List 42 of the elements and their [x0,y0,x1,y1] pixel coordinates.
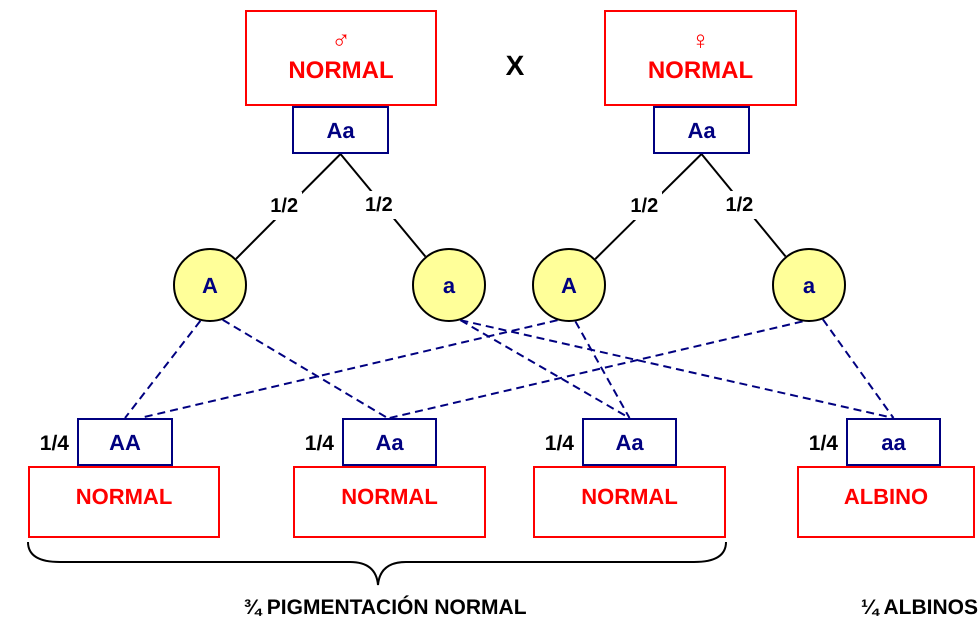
allele-text: A [202,272,218,300]
allele-text: a [802,272,816,300]
genotype-box [77,418,173,466]
phenotype-box [28,466,220,538]
sex-symbol: ♀ [690,27,710,53]
parent-box [245,10,437,106]
phenotype-box [797,466,975,538]
offspring-summary: ¾ PIGMENTACIÓN NORMAL [242,594,528,621]
phenotype-text: NORMAL [288,56,394,86]
genotype-text: Aa [615,428,644,456]
dashed-line [574,320,630,418]
parent-box [604,10,797,106]
allele-text: a [442,272,456,300]
phenotype-box [533,466,726,538]
probability-label: 1/4 [808,431,838,457]
cross-sign: X [504,49,526,83]
genotype-text: AA [109,428,141,456]
genotype-box [292,106,389,154]
genotype-box [653,106,750,154]
probability-label: 1/4 [38,431,69,457]
phenotype-text: NORMAL [341,483,438,511]
genotype-text: Aa [375,428,404,456]
genotype-text: Aa [326,116,355,144]
dashed-line [124,320,202,419]
genotype-box [342,418,437,466]
phenotype-box [293,466,486,538]
genotype-text: Aa [687,116,716,144]
phenotype-text: NORMAL [648,56,754,86]
dashed-line [389,320,803,419]
phenotype-text: NORMAL [581,483,678,511]
genotype-box [846,418,941,466]
probability-label: 1/4 [544,431,574,457]
dashed-line [822,318,894,419]
dashed-line [222,318,388,419]
genotype-box [582,418,677,466]
allele-text: A [561,272,577,300]
genotype-text: aa [881,428,906,456]
offspring-summary: ¼ ALBINOS [860,595,978,621]
phenotype-text: NORMAL [76,483,172,511]
sex-symbol: ♂ [331,27,351,53]
probability-label: 1/4 [304,431,334,457]
phenotype-text: ALBINO [844,483,928,511]
